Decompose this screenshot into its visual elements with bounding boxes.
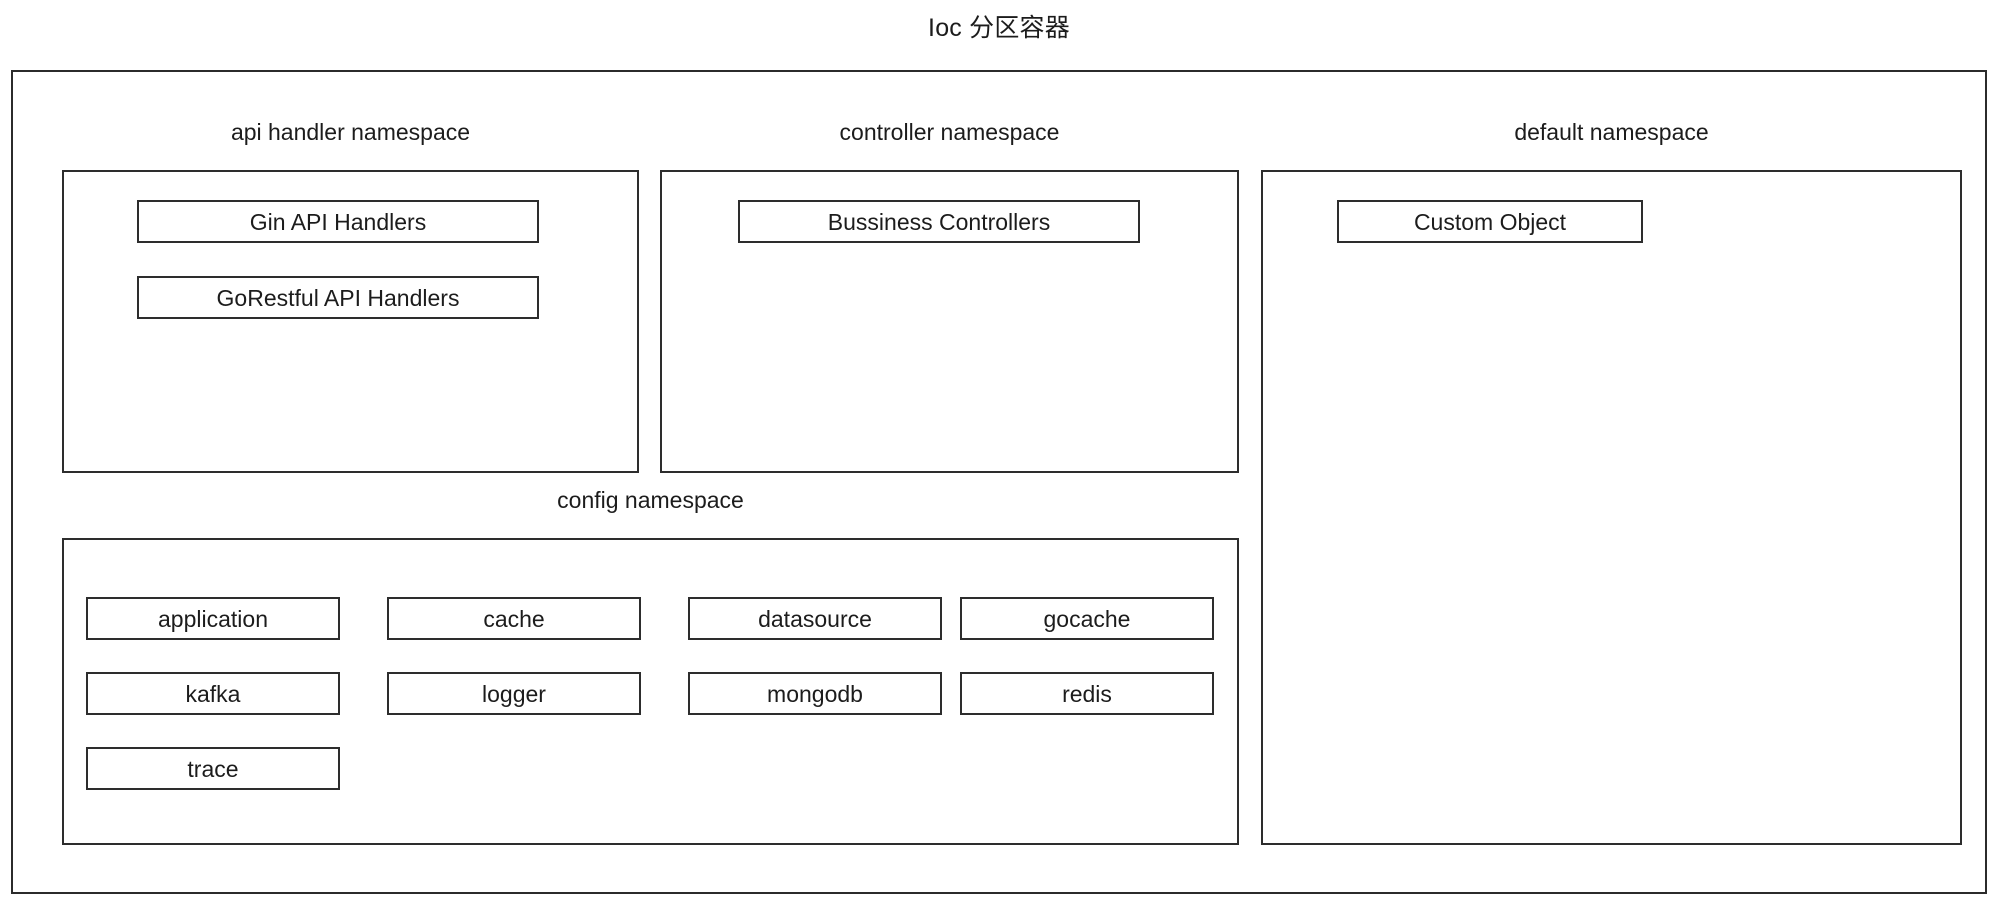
controller-namespace-label: controller namespace [839,119,1060,145]
item-logger[interactable]: logger [387,672,641,715]
default-namespace-panel [1261,170,1962,845]
item-application[interactable]: application [86,597,340,640]
item-cache[interactable]: cache [387,597,641,640]
api-handler-namespace-label: api handler namespace [230,119,471,145]
item-mongodb[interactable]: mongodb [688,672,942,715]
item-kafka[interactable]: kafka [86,672,340,715]
item-gin-api-handlers[interactable]: Gin API Handlers [137,200,539,243]
item-gorestful-api-handlers[interactable]: GoRestful API Handlers [137,276,539,319]
config-namespace-label: config namespace [557,487,744,513]
page-title: Ioc 分区容器 [928,14,1070,42]
item-bussiness-controllers[interactable]: Bussiness Controllers [738,200,1140,243]
default-namespace-label: default namespace [1514,119,1709,145]
item-gocache[interactable]: gocache [960,597,1214,640]
item-trace[interactable]: trace [86,747,340,790]
item-redis[interactable]: redis [960,672,1214,715]
item-custom-object[interactable]: Custom Object [1337,200,1643,243]
item-datasource[interactable]: datasource [688,597,942,640]
